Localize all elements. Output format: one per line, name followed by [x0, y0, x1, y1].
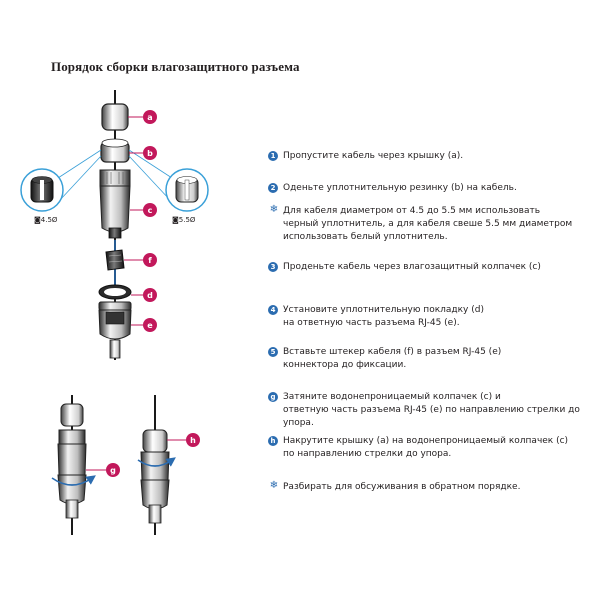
- part-b-seal: [100, 138, 130, 163]
- label-badge-d: d: [131, 288, 157, 302]
- note-text: Для кабеля диаметром от 4.5 до 5.5 мм ис…: [283, 206, 573, 242]
- part-e-jack: [98, 301, 132, 359]
- rotate-arrow: [51, 475, 96, 486]
- svg-text:d: d: [147, 291, 153, 300]
- step-number: 4: [268, 305, 278, 315]
- label-badge-g: g: [86, 463, 120, 477]
- note-text: Разбирать для обсуживания в обратном пор…: [283, 482, 521, 492]
- label-badge-h: h: [167, 433, 200, 447]
- note-disassembly: ❄ Разбирать для обсуживания в обратном п…: [268, 480, 521, 494]
- label-badge-e: e: [131, 318, 157, 332]
- snowflake-note-icon: ❄: [269, 204, 279, 215]
- step-number: 1: [268, 151, 278, 161]
- seal-zoom-large: [165, 168, 209, 212]
- label-badge-b: b: [129, 146, 157, 160]
- step-g: g Затяните водонепроницаемый колпачек (c…: [268, 391, 600, 430]
- step-number: 2: [268, 183, 278, 193]
- snowflake-note-icon: ❄: [269, 480, 279, 491]
- svg-text:h: h: [190, 436, 196, 445]
- step-text: Оденьте уплотнительную резинку (b) на ка…: [283, 183, 517, 193]
- step-2: 2 Оденьте уплотнительную резинку (b) на …: [268, 182, 517, 195]
- svg-text:f: f: [148, 256, 152, 265]
- step-4: 4 Установите уплотнительную покладку (d)…: [268, 304, 484, 330]
- step-text: Проденьте кабель через влагозащитный кол…: [283, 262, 541, 272]
- svg-text:a: a: [147, 113, 152, 122]
- step-1: 1 Пропустите кабель через крышку (a).: [268, 150, 463, 163]
- rotate-arrow: [137, 457, 176, 467]
- assembly-g: [51, 403, 96, 519]
- page-title: Порядок сборки влагозащитного разъема: [51, 59, 300, 74]
- seal-zoom-small: [20, 168, 64, 212]
- part-c-cover: [99, 169, 131, 239]
- step-5: 5 Вставьте штекер кабеля (f) в разъем RJ…: [268, 346, 501, 372]
- step-number: 3: [268, 262, 278, 272]
- step-number: h: [268, 436, 278, 446]
- step-text: Пропустите кабель через крышку (a).: [283, 151, 464, 161]
- part-f-plug: [105, 249, 125, 271]
- callout-line: [59, 155, 102, 201]
- step-text: Накрутите крышку (a) на водонепроницаемы…: [283, 436, 569, 459]
- size-label-large: ◙5.5Ø: [172, 216, 196, 224]
- note-seal-diameter: ❄ Для кабеля диаметром от 4.5 до 5.5 мм …: [268, 205, 572, 244]
- step-number: 5: [268, 347, 278, 357]
- step-text: Вставьте штекер кабеля (f) в разъем RJ-4…: [283, 347, 502, 370]
- svg-text:e: e: [147, 321, 153, 330]
- label-badge-f: f: [124, 253, 157, 267]
- step-text: Установите уплотнительную покладку (d) н…: [283, 305, 484, 328]
- part-d-gasket: [98, 284, 132, 300]
- part-a-cap: [101, 103, 129, 131]
- callout-line: [57, 149, 102, 179]
- label-badge-a: a: [128, 110, 157, 124]
- callout-line: [128, 149, 173, 179]
- svg-text:c: c: [148, 206, 153, 215]
- step-3: 3 Проденьте кабель через влагозащитный к…: [268, 261, 541, 274]
- svg-text:g: g: [110, 466, 116, 475]
- size-label-small: ◙4.5Ø: [34, 216, 58, 224]
- step-number: g: [268, 392, 278, 402]
- svg-text:b: b: [147, 149, 153, 158]
- step-h: h Накрутите крышку (a) на водонепроницае…: [268, 435, 568, 461]
- callout-line: [128, 155, 171, 201]
- step-text: Затяните водонепроницаемый колпачек (c) …: [283, 392, 580, 428]
- assembly-h: [137, 429, 176, 524]
- label-badge-c: c: [130, 203, 157, 217]
